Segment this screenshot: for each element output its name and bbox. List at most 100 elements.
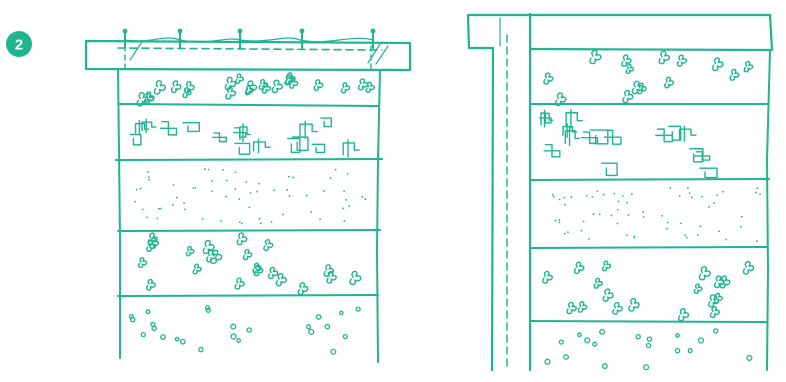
organic-layer-1: [544, 50, 753, 105]
step-number: 2: [15, 37, 23, 54]
sand-dot: [146, 216, 148, 218]
sand-dot: [342, 208, 344, 210]
rubble-mark: [235, 143, 250, 154]
gravel-pebble: [593, 342, 597, 346]
rubble-mark: [213, 133, 227, 142]
sand-dot: [286, 189, 288, 191]
organic-mark: [575, 262, 584, 273]
sand-dot: [713, 202, 715, 204]
sand-dot: [618, 201, 620, 203]
sand-dot: [633, 237, 635, 239]
organic-mark: [710, 307, 719, 318]
rubble-mark: [656, 129, 672, 142]
sand-dot: [249, 206, 251, 208]
organic-mark: [665, 77, 674, 87]
sand-dot: [708, 206, 710, 208]
sand-dot: [722, 191, 724, 193]
sand-dot: [591, 196, 593, 198]
sand-dot: [142, 209, 144, 211]
sand-dot: [593, 213, 595, 215]
sand-dot: [570, 196, 572, 198]
sand-dot: [680, 222, 682, 224]
sand-dot: [679, 195, 681, 197]
sand-dot: [289, 195, 291, 197]
top-beam: [86, 38, 410, 70]
organic-mark: [259, 80, 267, 90]
side-post: [468, 14, 772, 370]
sand-dot: [241, 223, 243, 225]
sand-dot: [222, 169, 224, 171]
sand-dot: [581, 230, 583, 232]
organic-mark: [623, 91, 633, 103]
sand-dot: [238, 198, 240, 200]
sand-dot: [617, 209, 619, 211]
gravel-pebble: [647, 337, 651, 341]
sand-layer: [552, 187, 761, 242]
sand-dot: [140, 188, 142, 190]
sand-dot: [669, 187, 671, 189]
organic-mark: [699, 267, 710, 280]
gravel-pebble: [340, 311, 343, 314]
organic-mark: [276, 274, 286, 286]
step-badge: 2: [6, 31, 32, 57]
gravel-pebble: [714, 329, 718, 333]
sand-dot: [756, 240, 758, 242]
gravel-pebble: [676, 334, 679, 337]
sand-dot: [208, 169, 210, 171]
left-soil-profile: [86, 29, 410, 362]
organic-mark: [350, 271, 361, 284]
gravel-pebble: [206, 308, 210, 312]
sand-dot: [617, 223, 619, 225]
sand-dot: [225, 196, 227, 198]
sand-dot: [259, 218, 261, 220]
organic-mark: [298, 283, 308, 295]
rubble-mark: [130, 134, 141, 144]
organic-mark: [578, 302, 586, 312]
sand-dot: [256, 191, 258, 193]
organic-mark: [603, 289, 613, 301]
gravel-pebble: [600, 329, 605, 334]
gravel-pebble: [175, 337, 179, 341]
sand-dot: [741, 216, 743, 218]
sand-dot: [211, 180, 213, 182]
sand-dot: [643, 216, 645, 218]
sand-dot: [194, 187, 196, 189]
rubble-mark: [544, 145, 560, 157]
sand-dot: [559, 199, 561, 201]
gravel-pebble: [247, 328, 251, 332]
organic-mark: [720, 276, 730, 288]
organic-mark: [235, 278, 244, 289]
sand-dot: [258, 183, 260, 185]
sand-dot: [701, 196, 703, 198]
sand-dot: [718, 230, 720, 232]
rubble-mark: [183, 123, 199, 132]
column-frame: [118, 70, 380, 362]
rubble-mark: [321, 118, 331, 126]
gravel-layer: [129, 306, 360, 354]
sand-dot: [684, 234, 686, 236]
gravel-pebble: [675, 349, 679, 353]
rubble-mark: [343, 140, 359, 157]
organic-mark: [359, 79, 368, 90]
organic-mark: [264, 240, 273, 251]
organic-mark: [314, 80, 323, 90]
organic-mark: [269, 267, 278, 278]
gravel-pebble: [747, 355, 752, 360]
sand-dot: [330, 177, 332, 179]
gravel-pebble: [356, 307, 360, 311]
sand-dot: [343, 220, 345, 222]
sand-dot: [147, 171, 149, 173]
gravel-pebble: [199, 347, 203, 351]
layer-boundary: [116, 159, 382, 160]
sand-dot: [148, 176, 150, 178]
gravel-pebble: [161, 335, 166, 340]
layer-boundary: [118, 230, 380, 231]
organic-mark: [590, 50, 601, 63]
sand-dot: [148, 179, 150, 181]
sand-dot: [192, 187, 194, 189]
sand-dot: [343, 190, 345, 192]
organic-mark: [567, 302, 576, 313]
sand-dot: [622, 195, 624, 197]
sand-dot: [273, 189, 275, 191]
